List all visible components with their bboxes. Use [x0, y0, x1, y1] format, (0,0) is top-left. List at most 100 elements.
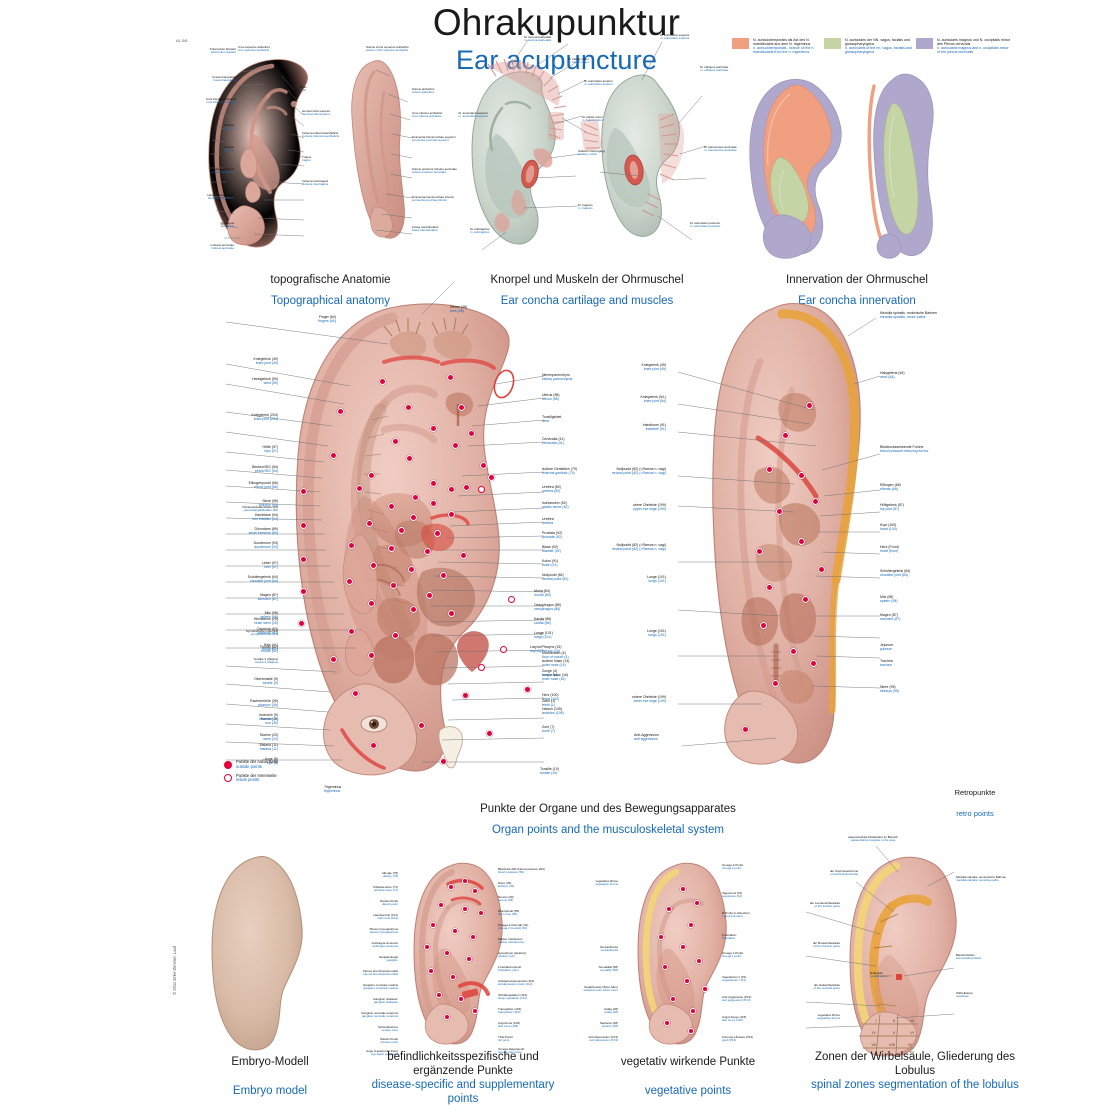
vegetative-point[interactable]: [688, 1028, 694, 1034]
acupuncture-point[interactable]: [368, 472, 375, 479]
retro-point[interactable]: [798, 538, 805, 545]
acupuncture-point[interactable]: [348, 542, 355, 549]
acupuncture-point[interactable]: [440, 572, 447, 579]
vegetative-point[interactable]: [662, 964, 668, 970]
vegetative-point[interactable]: [688, 922, 694, 928]
retro-point[interactable]: [798, 472, 805, 479]
vegetative-point[interactable]: [694, 900, 700, 906]
acupuncture-point[interactable]: [430, 480, 437, 487]
acupuncture-point-inside[interactable]: [478, 486, 485, 493]
vegetative-point[interactable]: [670, 996, 676, 1002]
disease-point[interactable]: [472, 888, 478, 894]
acupuncture-point[interactable]: [458, 404, 465, 411]
acupuncture-point[interactable]: [388, 503, 395, 510]
acupuncture-point[interactable]: [448, 486, 455, 493]
retro-point[interactable]: [810, 660, 817, 667]
acupuncture-point[interactable]: [330, 452, 337, 459]
vegetative-point[interactable]: [696, 958, 702, 964]
acupuncture-point[interactable]: [440, 758, 447, 765]
vegetative-point[interactable]: [702, 986, 708, 992]
vegetative-point[interactable]: [658, 934, 664, 940]
acupuncture-point[interactable]: [398, 527, 405, 534]
acupuncture-point[interactable]: [524, 686, 531, 693]
disease-point[interactable]: [444, 950, 450, 956]
acupuncture-point[interactable]: [348, 628, 355, 635]
acupuncture-point[interactable]: [448, 511, 455, 518]
acupuncture-point[interactable]: [337, 408, 344, 415]
retro-point[interactable]: [802, 596, 809, 603]
disease-point[interactable]: [452, 928, 458, 934]
acupuncture-point-inside[interactable]: [500, 646, 507, 653]
vegetative-point[interactable]: [680, 944, 686, 950]
disease-point[interactable]: [462, 878, 468, 884]
acupuncture-point[interactable]: [330, 656, 337, 663]
retro-point[interactable]: [742, 726, 749, 733]
retro-point[interactable]: [766, 466, 773, 473]
disease-point[interactable]: [436, 992, 442, 998]
retro-point[interactable]: [818, 566, 825, 573]
disease-point[interactable]: [462, 906, 468, 912]
acupuncture-point[interactable]: [424, 548, 431, 555]
acupuncture-point[interactable]: [379, 378, 386, 385]
acupuncture-point[interactable]: [366, 520, 373, 527]
acupuncture-point-inside[interactable]: [478, 664, 485, 671]
vegetative-point[interactable]: [664, 1020, 670, 1026]
retro-point[interactable]: [782, 432, 789, 439]
acupuncture-point[interactable]: [346, 578, 353, 585]
acupuncture-point[interactable]: [388, 545, 395, 552]
disease-point[interactable]: [428, 968, 434, 974]
acupuncture-point[interactable]: [486, 730, 493, 737]
disease-point[interactable]: [478, 910, 484, 916]
acupuncture-point[interactable]: [405, 404, 412, 411]
vegetative-point[interactable]: [684, 978, 690, 984]
retro-point[interactable]: [806, 402, 813, 409]
disease-point[interactable]: [448, 884, 454, 890]
acupuncture-point[interactable]: [462, 692, 469, 699]
acupuncture-point[interactable]: [368, 652, 375, 659]
acupuncture-point[interactable]: [447, 374, 454, 381]
disease-point[interactable]: [430, 922, 436, 928]
acupuncture-point[interactable]: [468, 430, 475, 437]
disease-point[interactable]: [438, 902, 444, 908]
acupuncture-point[interactable]: [480, 462, 487, 469]
vegetative-point[interactable]: [680, 886, 686, 892]
retro-point[interactable]: [756, 548, 763, 555]
acupuncture-point-inside[interactable]: [508, 596, 515, 603]
acupuncture-point[interactable]: [368, 600, 375, 607]
acupuncture-point[interactable]: [300, 522, 307, 529]
acupuncture-point[interactable]: [392, 632, 399, 639]
acupuncture-point[interactable]: [298, 620, 305, 627]
acupuncture-point[interactable]: [410, 606, 417, 613]
acupuncture-point[interactable]: [460, 552, 467, 559]
retro-point[interactable]: [766, 584, 773, 591]
disease-point[interactable]: [450, 974, 456, 980]
acupuncture-point[interactable]: [410, 514, 417, 521]
retro-point[interactable]: [772, 680, 779, 687]
acupuncture-point[interactable]: [408, 566, 415, 573]
acupuncture-point[interactable]: [434, 530, 441, 537]
acupuncture-point[interactable]: [418, 722, 425, 729]
acupuncture-point[interactable]: [426, 592, 433, 599]
acupuncture-point[interactable]: [352, 690, 359, 697]
retro-point[interactable]: [812, 498, 819, 505]
retro-point[interactable]: [790, 648, 797, 655]
acupuncture-point[interactable]: [392, 438, 399, 445]
acupuncture-point[interactable]: [406, 455, 413, 462]
acupuncture-point[interactable]: [488, 474, 495, 481]
disease-point[interactable]: [458, 996, 464, 1002]
disease-point[interactable]: [444, 1014, 450, 1020]
disease-point[interactable]: [470, 934, 476, 940]
acupuncture-point[interactable]: [452, 442, 459, 449]
acupuncture-point[interactable]: [463, 484, 470, 491]
acupuncture-point[interactable]: [370, 562, 377, 569]
disease-point[interactable]: [424, 944, 430, 950]
acupuncture-point[interactable]: [430, 500, 437, 507]
vegetative-point[interactable]: [690, 1008, 696, 1014]
acupuncture-point[interactable]: [300, 588, 307, 595]
acupuncture-point[interactable]: [356, 485, 363, 492]
disease-point[interactable]: [472, 1008, 478, 1014]
acupuncture-point[interactable]: [430, 425, 437, 432]
disease-point[interactable]: [466, 956, 472, 962]
retro-point[interactable]: [776, 508, 783, 515]
acupuncture-point[interactable]: [390, 582, 397, 589]
